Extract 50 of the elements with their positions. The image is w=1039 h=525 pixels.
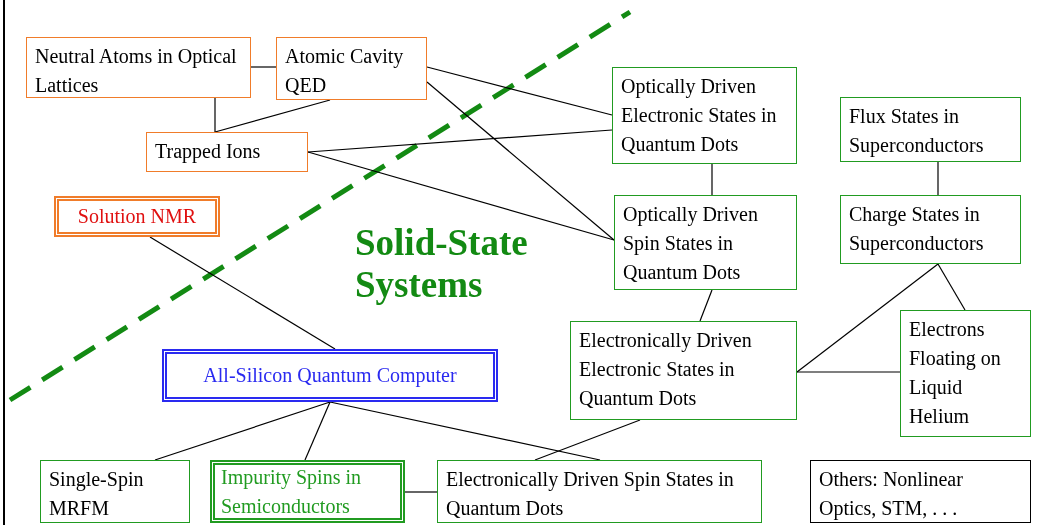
system-box — [840, 97, 1021, 162]
connector-line — [214, 97, 216, 133]
connector-line — [307, 129, 613, 153]
system-box — [614, 195, 797, 290]
highlighted-box — [54, 196, 220, 237]
system-box — [40, 460, 190, 523]
highlighted-box — [162, 349, 498, 402]
node-label: Atomic Cavity QED — [285, 44, 405, 98]
connector-line — [796, 263, 939, 373]
node-label: Flux States in Superconductors — [849, 104, 985, 159]
connector-line — [214, 99, 331, 133]
node-label: Neutral Atoms in Optical Lattices — [35, 44, 238, 98]
connector-line — [534, 419, 641, 461]
connector-line — [937, 263, 966, 311]
connector-line — [426, 81, 615, 241]
node-label: Electrons Floating on Liquid Helium — [909, 317, 1002, 429]
region-label: Solid-State Systems — [355, 222, 529, 306]
connector-line — [404, 491, 438, 493]
connector-line — [699, 289, 713, 322]
node-label: Impurity Spins in Semiconductors — [221, 464, 362, 519]
system-box — [26, 37, 251, 98]
system-box — [437, 460, 762, 523]
node-label: Optically Driven Electronic States in Quantum Dots — [621, 74, 778, 157]
node-label: Solution NMR — [77, 204, 197, 229]
system-box — [810, 460, 1031, 523]
connector-line — [307, 151, 615, 241]
node-label: All-Silicon Quantum Computer — [203, 363, 457, 389]
connector-line — [154, 401, 331, 461]
node-label: Optically Driven Spin States in Quantum Dots — [623, 202, 759, 285]
system-box — [840, 195, 1021, 264]
node-label: Charge States in Superconductors — [849, 202, 985, 257]
system-box — [570, 321, 797, 420]
system-box — [276, 37, 427, 100]
connector-line — [250, 66, 277, 68]
highlighted-box — [210, 460, 405, 523]
connector-line — [796, 371, 901, 373]
node-label: Single-Spin MRFM — [49, 467, 145, 521]
connector-line — [149, 236, 336, 350]
connector-line — [426, 66, 613, 116]
node-label: Electronically Driven Electronic States in Quantum Dots — [579, 328, 753, 411]
node-label: Electronically Driven Spin States in Quantum Dots — [446, 467, 735, 521]
node-label: Trapped Ions — [155, 139, 262, 165]
connector-line — [937, 161, 939, 196]
connector-line — [304, 401, 331, 461]
connector-line — [711, 163, 713, 196]
connector-line — [329, 401, 601, 461]
system-box — [146, 132, 308, 172]
system-box — [612, 67, 797, 164]
node-label: Others: Nonlinear Optics, STM, . . . — [819, 467, 964, 522]
system-box — [900, 310, 1031, 437]
